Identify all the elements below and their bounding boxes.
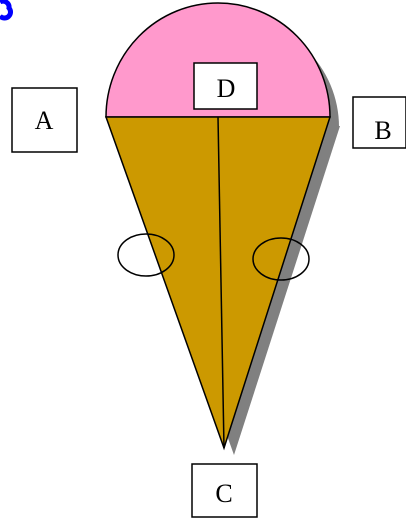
ice-cream-scoop — [105, 2, 331, 118]
label-d-text: D — [217, 74, 236, 103]
label-b-box — [352, 96, 406, 149]
label-c: C — [191, 463, 258, 518]
label-d-box — [193, 62, 258, 110]
label-b: B — [352, 96, 406, 149]
corner-mark — [0, 0, 13, 21]
label-d: D — [193, 62, 258, 110]
right-edge-ellipse — [252, 237, 310, 281]
label-c-text: C — [215, 479, 232, 508]
label-b-text: B — [374, 116, 391, 145]
label-c-box — [191, 463, 258, 518]
cone — [104, 116, 332, 451]
label-a: A — [11, 87, 78, 153]
left-edge-ellipse — [117, 233, 175, 277]
cone-center-line — [217, 116, 225, 449]
label-a-box — [11, 87, 78, 153]
label-a-text: A — [35, 106, 54, 135]
